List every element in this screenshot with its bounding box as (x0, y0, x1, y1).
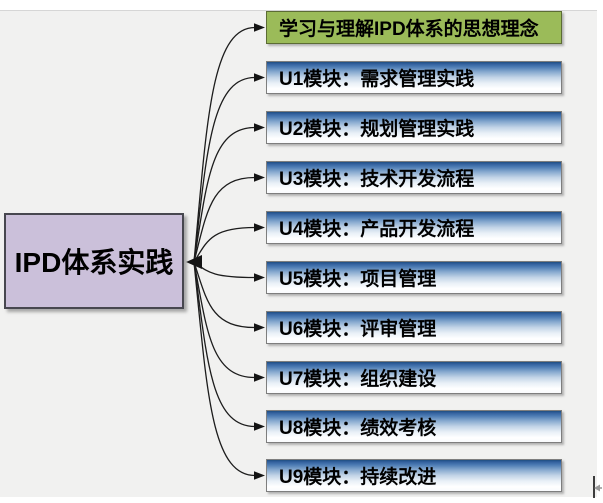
topic-label: U1模块：需求管理实践 (279, 69, 475, 90)
topic-label: U4模块：产品开发流程 (279, 219, 475, 240)
topic-label: U6模块：评审管理 (279, 319, 437, 340)
topic-label: U7模块：组织建设 (279, 369, 437, 390)
topic-label: U2模块：规划管理实践 (279, 119, 475, 140)
topic-u4-product-development[interactable]: U4模块：产品开发流程 (266, 211, 562, 244)
topic-u6-review-management[interactable]: U6模块：评审管理 (266, 311, 562, 344)
topic-label: U5模块：项目管理 (279, 269, 437, 290)
topic-label: 学习与理解IPD体系的思想理念 (279, 19, 539, 40)
topic-u1-requirements[interactable]: U1模块：需求管理实践 (266, 61, 562, 94)
pan-left-cursor-icon (589, 475, 603, 499)
topic-u2-planning[interactable]: U2模块：规划管理实践 (266, 111, 562, 144)
topic-u3-tech-development[interactable]: U3模块：技术开发流程 (266, 161, 562, 194)
topic-u8-performance[interactable]: U8模块：绩效考核 (266, 410, 562, 443)
central-topic-ipd[interactable]: IPD体系实践 (4, 213, 184, 309)
central-topic-label: IPD体系实践 (14, 247, 174, 278)
topic-u5-project-management[interactable]: U5模块：项目管理 (266, 261, 562, 294)
topic-learning-ideas[interactable]: 学习与理解IPD体系的思想理念 (266, 11, 562, 44)
topic-label: U9模块：持续改进 (279, 467, 437, 488)
topic-u9-improvement[interactable]: U9模块：持续改进 (266, 459, 562, 492)
topic-u7-organization[interactable]: U7模块：组织建设 (266, 361, 562, 394)
diagram-canvas: IPD体系实践 学习与理解IPD体系的思想理念 U1模块：需求管理实践 U2模块… (0, 10, 597, 497)
topic-label: U8模块：绩效考核 (279, 418, 437, 439)
topic-label: U3模块：技术开发流程 (279, 169, 475, 190)
